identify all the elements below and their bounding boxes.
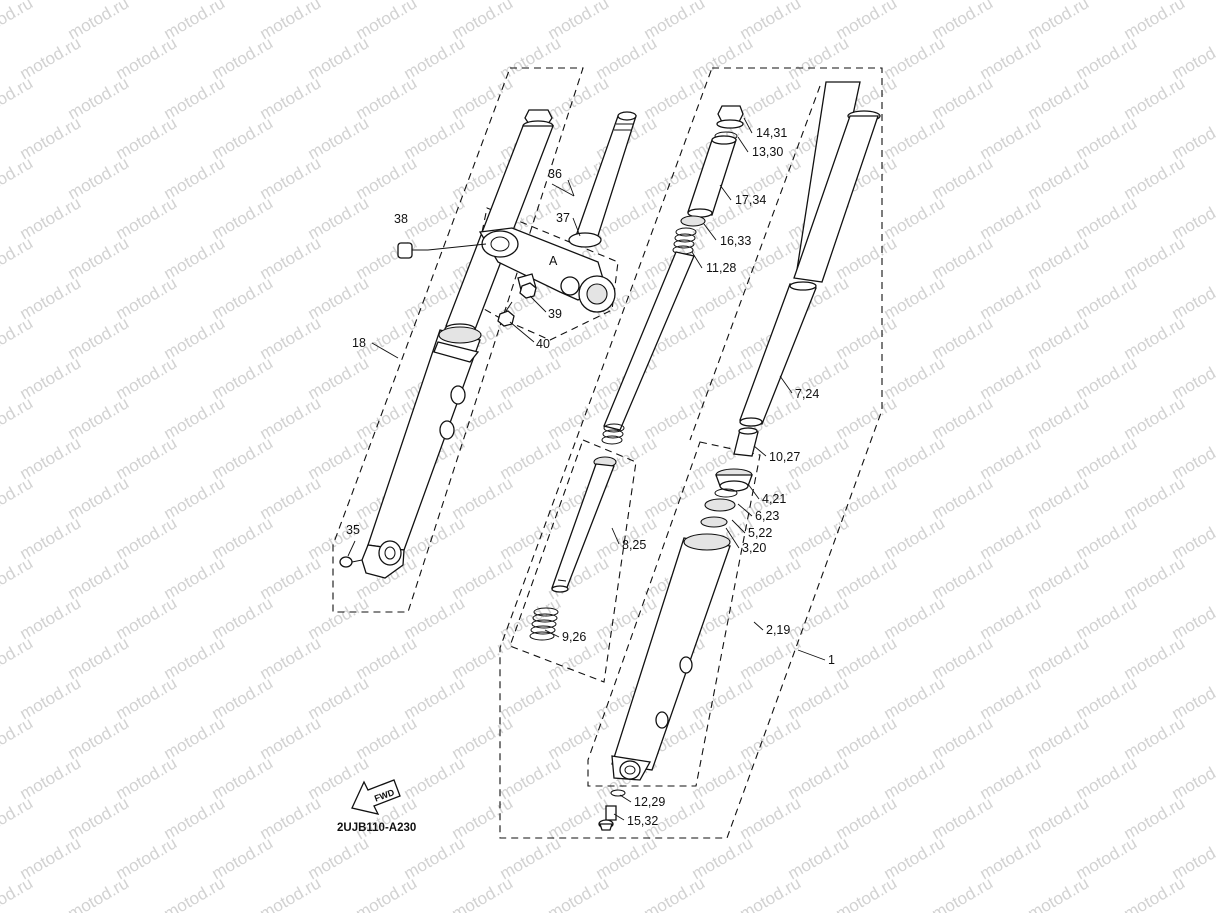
callout-14-31: 14,31 xyxy=(756,126,787,140)
watermark-text: motod.ru xyxy=(0,553,36,603)
diagram-code: 2UJB110-A230 xyxy=(337,822,416,834)
watermark-text: motod.ru xyxy=(737,873,805,913)
callout-3-20: 3,20 xyxy=(742,541,766,555)
callout-12-29: 12,29 xyxy=(634,795,665,809)
callout-38: 38 xyxy=(394,212,408,226)
watermark-text: motod.ru xyxy=(0,393,36,443)
watermark-text: motod.ru xyxy=(65,873,133,913)
callout-10-27: 10,27 xyxy=(769,450,800,464)
watermark-text: motod.ru xyxy=(1121,873,1189,913)
watermark-text: motod.ru xyxy=(257,873,325,913)
callout-18: 18 xyxy=(352,336,366,350)
callout-17-34: 17,34 xyxy=(735,193,766,207)
watermark-text: motod.ru xyxy=(0,793,36,843)
callout-37: 37 xyxy=(556,211,570,225)
callout-6-23: 6,23 xyxy=(755,509,779,523)
callout-39: 39 xyxy=(548,307,562,321)
watermark-text: motod.ru xyxy=(161,873,229,913)
left-caliper-boss-lower xyxy=(440,421,454,439)
left-caliper-boss-upper xyxy=(451,386,465,404)
callout-7-24: 7,24 xyxy=(795,387,819,401)
right-axle-hole xyxy=(620,761,640,779)
callout-4-21: 4,21 xyxy=(762,492,786,506)
watermark-text: motod.ru xyxy=(0,153,36,203)
callout-16-33: 16,33 xyxy=(720,234,751,248)
watermark-text: motod.ru xyxy=(353,873,421,913)
watermark-text: motod.ru xyxy=(833,873,901,913)
callout-11-28: 11,28 xyxy=(706,261,736,275)
watermark-text: motod.ru xyxy=(0,633,36,683)
watermark-text: motod.ru xyxy=(449,873,517,913)
callout-5-22: 5,22 xyxy=(748,526,772,540)
callout-1: 1 xyxy=(828,653,835,667)
washer xyxy=(705,499,735,511)
callout-40: 40 xyxy=(536,337,550,351)
svg-text:A: A xyxy=(549,254,558,268)
right-spring-seat xyxy=(681,216,705,226)
watermark-text: motod.ru xyxy=(0,0,36,43)
callout-36: 36 xyxy=(548,167,562,181)
bolt-35 xyxy=(340,557,362,567)
watermark-text: motod.ru xyxy=(929,873,997,913)
left-fork-clamp xyxy=(482,231,518,257)
nut-39 xyxy=(520,283,536,298)
callout-2-19: 2,19 xyxy=(766,623,790,637)
slide-metal xyxy=(701,517,727,527)
callout-35: 35 xyxy=(346,523,360,537)
callout-15-32: 15,32 xyxy=(627,814,658,828)
callout-9-26: 9,26 xyxy=(562,630,586,644)
watermark-text: motod.ru xyxy=(1025,873,1093,913)
callout-13-30: 13,30 xyxy=(752,145,783,159)
watermark-text: motod.ru xyxy=(0,73,36,123)
watermark-text: motod.ru xyxy=(545,873,613,913)
callout-8-25: 8,25 xyxy=(622,538,646,552)
left-axle-hole xyxy=(379,541,401,565)
watermark-text: motod.ru xyxy=(0,713,36,763)
watermark-text: motod.ru xyxy=(0,313,36,363)
watermark-text: motod.ru xyxy=(0,473,36,523)
watermark-text: motod.ru xyxy=(0,233,36,283)
watermark-text: motod.ru xyxy=(641,873,709,913)
